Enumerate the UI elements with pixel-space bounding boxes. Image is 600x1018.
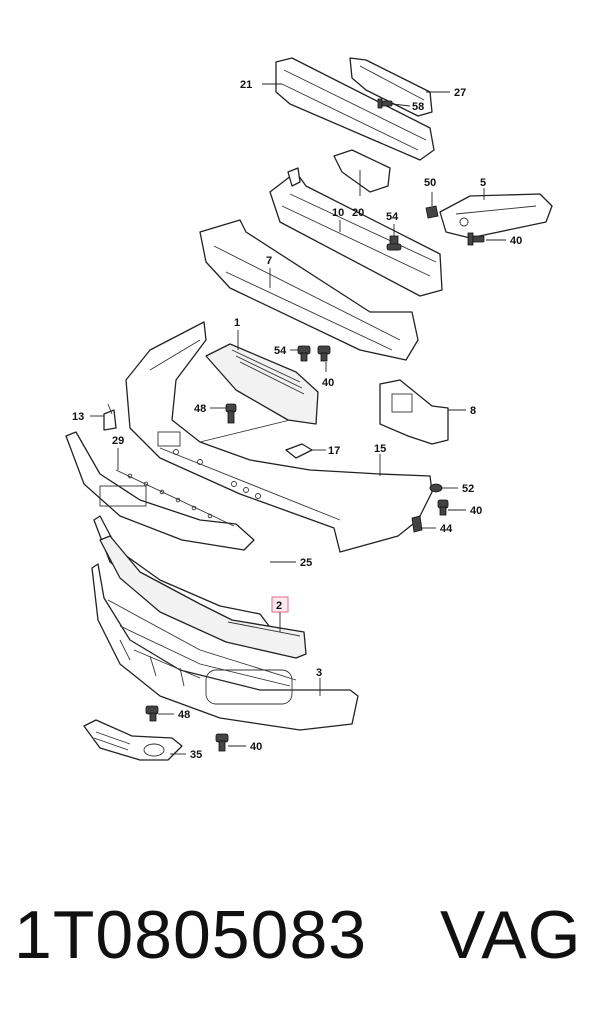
clip-13 — [103, 403, 117, 431]
callout-5: 5 — [480, 177, 486, 189]
callout-29: 29 — [112, 435, 124, 447]
callout-48-b: 48 — [178, 709, 190, 721]
callout-52: 52 — [462, 483, 474, 495]
part-1-grille — [205, 343, 319, 425]
callout-3: 3 — [316, 667, 322, 679]
callout-17: 17 — [328, 445, 340, 457]
callout-2: 2 — [276, 600, 282, 612]
part-8-cover — [379, 379, 449, 445]
callout-44: 44 — [440, 523, 453, 535]
callout-15: 15 — [374, 443, 386, 455]
bolt-40-d — [215, 733, 229, 752]
part-21-absorber — [275, 57, 435, 161]
part-17-cap — [285, 443, 313, 459]
callout-40-b: 40 — [322, 377, 334, 389]
part-7-carrier — [199, 219, 419, 361]
callout-21: 21 — [240, 79, 252, 91]
callout-20: 20 — [352, 207, 364, 219]
callout-27: 27 — [454, 87, 466, 99]
clip-44 — [411, 515, 423, 533]
callout-13: 13 — [72, 411, 84, 423]
bolt-40-a — [467, 232, 485, 246]
callout-labels: 21 27 58 50 5 10 20 54 40 7 1 54 40 48 8… — [72, 79, 522, 761]
part-number: 1T0805083 — [14, 897, 368, 973]
brand-label: VAG — [440, 897, 582, 973]
callout-40-c: 40 — [470, 505, 482, 517]
callout-8: 8 — [470, 405, 476, 417]
part-3-spoiler — [91, 563, 359, 731]
screw-58 — [377, 98, 393, 109]
caption: 1T0805083 VAG — [0, 885, 600, 985]
bolt-54-b — [297, 345, 311, 362]
part-29-strip — [65, 431, 255, 551]
bolt-54-a — [386, 235, 402, 251]
part-20-cover — [333, 149, 391, 193]
leader-lines — [90, 83, 506, 755]
part-35-fog-grille — [83, 719, 183, 761]
bolt-40-c — [437, 499, 449, 516]
part-10-reinforcement — [269, 167, 443, 297]
callout-7: 7 — [266, 255, 272, 267]
callout-48-a: 48 — [194, 403, 206, 415]
callout-54-b: 54 — [274, 345, 287, 357]
callout-58: 58 — [412, 101, 424, 113]
bolt-40-b — [317, 345, 331, 362]
bolt-48-b — [145, 705, 159, 722]
callout-2-highlight: 2 — [271, 596, 289, 613]
part-27-bracket — [349, 57, 433, 117]
callout-40-a: 40 — [510, 235, 522, 247]
callout-10: 10 — [332, 207, 344, 219]
part-5-side-bracket — [439, 193, 553, 239]
part-2-trim — [99, 535, 307, 659]
callout-35: 35 — [190, 749, 202, 761]
part-15-bumper-cover — [125, 321, 433, 553]
clip-50 — [425, 205, 439, 219]
callout-54-a: 54 — [386, 211, 399, 223]
clip-52 — [429, 483, 443, 493]
callout-1: 1 — [234, 317, 240, 329]
bolt-48-a — [225, 403, 237, 424]
callout-50: 50 — [424, 177, 436, 189]
callout-25: 25 — [300, 557, 312, 569]
exploded-parts-diagram: 21 27 58 50 5 10 20 54 40 7 1 54 40 48 8… — [65, 57, 553, 761]
callout-40-d: 40 — [250, 741, 262, 753]
